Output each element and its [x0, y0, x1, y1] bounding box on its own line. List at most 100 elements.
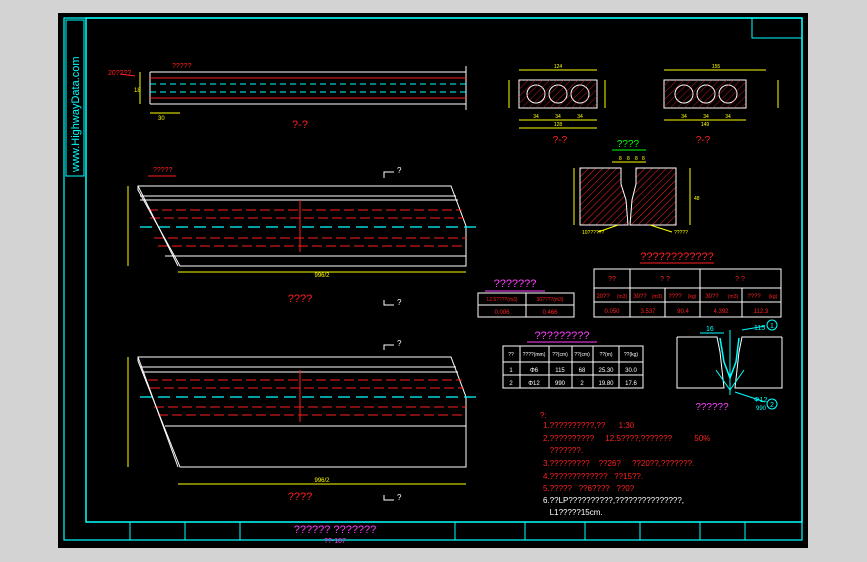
- callout-circle-2: [766, 398, 778, 410]
- table-small-header-1: 12.5????(m3): [486, 297, 517, 303]
- table-small-grid: [477, 292, 575, 318]
- notes-head: ?:: [540, 411, 547, 420]
- rebar-r2c3: 990: [555, 381, 566, 387]
- rebar-head-6: ??(kg): [624, 352, 639, 358]
- title-block-sheet-number: ??-107: [324, 538, 346, 545]
- detail-callout-2-sub: 990: [756, 406, 767, 412]
- table-qty-val-2: 3.537: [640, 309, 656, 315]
- section2-caption: ?-?: [696, 135, 711, 146]
- section1-dim-c: 34: [577, 114, 583, 120]
- joint-dim-3: 8: [635, 156, 638, 162]
- title-block: [86, 521, 802, 540]
- plan1-section-mark-bottom: ?: [397, 298, 402, 307]
- detail-dim-top: 16: [706, 326, 714, 333]
- joint-label-right: ?????: [674, 230, 688, 236]
- corner-box: [751, 17, 803, 39]
- cross-section-2: [663, 69, 779, 121]
- rebar-head-1: ??: [508, 352, 514, 358]
- note-line-7: 6.??LP??????????,???????????????,: [543, 496, 684, 505]
- detail-callout-1: 115: [754, 325, 765, 332]
- rebar-head-3: ??(cm): [552, 352, 568, 358]
- table-qty-val-1: 0.050: [604, 309, 620, 315]
- note-line-6: 5.????? ??6???? ??0?: [543, 484, 635, 493]
- top-view-label-note: ?????: [172, 63, 192, 70]
- table-qty-sub-3: ????: [668, 294, 682, 300]
- section1-dim-b: 34: [555, 114, 561, 120]
- table-rebar-grid: [502, 345, 644, 389]
- plan2-dim: 996/2: [314, 478, 330, 484]
- plan1-caption: ????: [288, 293, 312, 305]
- section2-dim-c: 34: [725, 114, 731, 120]
- rebar-r1c2: Φ6: [530, 368, 539, 374]
- section2-width: 155: [712, 64, 721, 70]
- note-line-3: ???????.: [543, 446, 583, 455]
- detail-callout-1-num: 1: [770, 323, 774, 330]
- table-qty-sub-3u: (kg): [688, 294, 697, 300]
- joint-dim-1: 8: [619, 156, 622, 162]
- plan-view-2: [127, 344, 482, 501]
- plan1-dim: 996/2: [314, 273, 330, 279]
- detail-callout-2: Φ12: [754, 397, 767, 404]
- table-small-value-2: 0.466: [542, 310, 558, 316]
- table-small-title: ???????: [494, 278, 537, 290]
- rebar-r2c2: Φ12: [528, 381, 540, 387]
- plan2-section-mark-top: ?: [397, 339, 402, 348]
- detail-callout-2-num: 2: [770, 402, 774, 409]
- note-line-2: 2.?????????? 12.5????,??????? 50%: [543, 434, 710, 443]
- table-qty-sub-2: 30??: [633, 294, 647, 300]
- reinforcement-detail: [676, 319, 783, 410]
- section1-dim-a: 34: [533, 114, 539, 120]
- rebar-head-5: ??(m): [599, 352, 612, 358]
- joint-dim-2: 8: [627, 156, 630, 162]
- table-qty-head-1: ??: [608, 276, 616, 283]
- table-qty-title: ????????????: [640, 251, 713, 263]
- plan1-label: ?????: [153, 167, 173, 174]
- table-qty-head-2: ? ?: [660, 276, 670, 283]
- rebar-r1c3: 115: [555, 368, 565, 374]
- detail-caption: ??????: [695, 402, 729, 413]
- top-elevation-view: [119, 66, 467, 114]
- top-view-caption: ?-?: [292, 119, 308, 131]
- table-qty-val-5: 112.3: [754, 309, 769, 315]
- joint-height: 48: [694, 196, 700, 202]
- note-line-8: L1?????15cm.: [543, 508, 603, 517]
- rebar-r2c4: 2: [580, 381, 584, 387]
- top-view-dim-a: 18: [134, 88, 141, 94]
- table-qty-val-4: 4.392: [713, 309, 729, 315]
- top-view-dim-b: 30: [158, 116, 165, 122]
- rebar-r1c1: 1: [509, 368, 513, 374]
- table-small-value-1: 0.006: [494, 310, 510, 316]
- table-qty-sub-5: ????: [747, 294, 761, 300]
- watermark-text: www.HighwayData.com: [70, 56, 82, 173]
- table-qty-sub-2u: (m3): [652, 294, 663, 300]
- rebar-r2c6: 17.6: [625, 381, 637, 387]
- table-qty-sub-1: 20??: [596, 294, 610, 300]
- rebar-r1c5: 25.30: [598, 368, 614, 374]
- watermark-box: [65, 19, 85, 177]
- plan2-caption: ????: [288, 491, 312, 503]
- rebar-r2c5: 19.80: [598, 381, 614, 387]
- section1-width: 124: [554, 64, 563, 70]
- table-qty-sub-4u: (m3): [728, 294, 739, 300]
- plan2-section-mark-bottom: ?: [397, 493, 402, 502]
- section2-total: 149: [701, 122, 710, 128]
- note-line-4: 3.????????? ??26? ??20??,???????.: [543, 459, 694, 468]
- joint-detail: [573, 161, 691, 233]
- joint-caption: ????: [617, 139, 640, 150]
- note-line-5: 4.????????????? ??15??.: [543, 472, 643, 481]
- cross-section-1: [508, 69, 606, 129]
- table-qty-val-3: 90.4: [677, 309, 689, 315]
- joint-label-left: 10??????: [582, 230, 604, 236]
- table-qty-sub-5u: (kg): [769, 294, 778, 300]
- rebar-r2c1: 2: [509, 381, 513, 387]
- rebar-r1c6: 30.0: [625, 368, 637, 374]
- table-qty-sub-4: 30??: [705, 294, 719, 300]
- plan-view-1: [127, 171, 482, 306]
- table-qty-head-3: ? ?: [735, 276, 745, 283]
- section1-caption: ?-?: [553, 135, 568, 146]
- callout-circle-1: [766, 319, 778, 331]
- plan1-section-mark-top: ?: [397, 166, 402, 175]
- table-qty-sub-1u: (m3): [617, 294, 628, 300]
- note-line-1: 1.??????????,?? 1:30: [543, 421, 635, 430]
